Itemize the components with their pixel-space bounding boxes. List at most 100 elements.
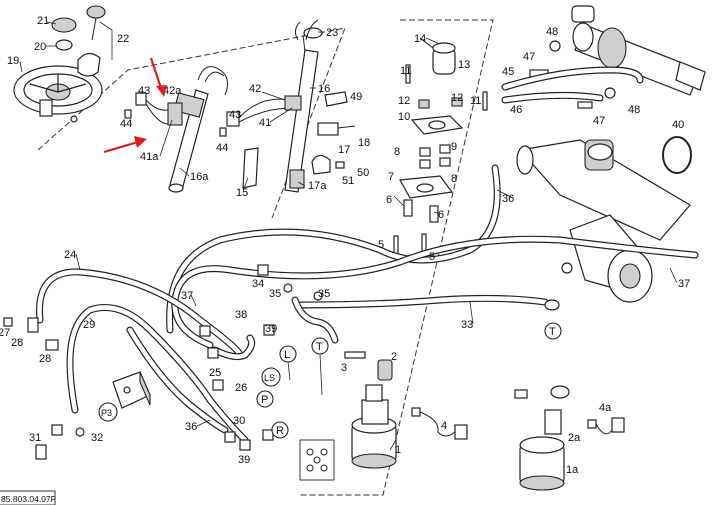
hose-36-upper [166,164,501,334]
label-20: 20 [34,41,46,53]
sensor-4 [411,407,468,440]
bracket-15 [242,147,259,189]
bracket-17a [311,154,345,175]
steering-wheel [13,65,103,117]
label-48a: 48 [546,26,558,38]
label-31: 31 [29,432,41,444]
label-49: 49 [350,91,362,103]
label-30: 30 [233,415,245,427]
port-T2: T [549,326,556,338]
label-29: 29 [83,319,95,331]
label-18: 18 [358,137,370,149]
steering-unit-1 [344,351,397,469]
port-LS: LS [264,373,275,383]
label-9: 9 [451,141,457,153]
label-36b: 36 [185,421,197,433]
sensor-4a [587,417,625,435]
label-47b: 47 [593,115,605,127]
label-39b: 39 [238,454,250,466]
steering-axle [516,139,691,303]
label-43: 43 [138,85,150,97]
label-5b: 5 [429,251,435,263]
label-42a: 42a [163,85,182,97]
label-19: 19 [7,55,19,67]
label-12a: 12 [398,95,410,107]
label-51: 51 [342,175,354,187]
port-R: R [276,425,284,437]
pipe-33 [296,294,560,311]
label-15: 15 [236,187,248,199]
part-labels: 21 20 22 19 43 42a 44 41a 16a 42 43 41 4… [0,15,690,476]
red-arrow-2 [103,136,147,154]
distributor-block [112,371,151,409]
label-3: 3 [341,362,347,374]
label-37a: 37 [678,278,690,290]
reference-code-box: 85.803.04.07F [0,490,56,505]
label-16a: 16a [190,171,209,183]
port-diagram-box [299,439,335,481]
label-27: 27 [0,327,10,339]
label-16: 16 [318,83,330,95]
label-4a: 4a [599,402,612,414]
port-markers: L T LS P R P3 T [98,322,562,439]
label-38: 38 [235,309,247,321]
leader-lines [19,21,678,451]
label-24: 24 [64,249,76,261]
red-arrow-1 [149,57,167,97]
switch-17 [317,122,356,136]
label-13: 13 [458,59,470,71]
label-44: 44 [120,118,132,130]
label-43b: 43 [229,109,241,121]
clip-44b [219,127,227,137]
label-5a: 5 [378,239,384,251]
wiring-harness-42 [226,95,302,127]
label-7: 7 [388,171,394,183]
steering-wheel-cap [51,17,77,51]
label-41: 41 [259,117,271,129]
label-47a: 47 [523,51,535,63]
hose-45-46 [501,66,644,104]
label-40: 40 [672,119,684,131]
label-17a: 17a [308,180,327,192]
label-45: 45 [502,66,514,78]
pipe-35 [291,296,339,344]
label-2a: 2a [568,432,581,444]
label-42: 42 [249,83,261,95]
bracket-49 [324,91,348,107]
port-L: L [284,349,290,361]
label-41a: 41a [140,151,159,163]
reference-code: 85.803.04.07F [1,494,56,504]
label-35b: 35 [318,288,330,300]
hose-29 [66,304,249,444]
label-44b: 44 [216,142,228,154]
port-P: P [261,394,268,406]
label-4: 4 [441,420,447,432]
label-6b: 6 [438,209,444,221]
label-23: 23 [326,27,338,39]
label-8a: 8 [394,146,400,158]
label-6a: 6 [386,194,392,206]
label-37b: 37 [181,290,193,302]
label-34: 34 [252,278,264,290]
fitting-31-32 [35,424,85,460]
port-T: T [316,341,323,353]
label-46: 46 [510,104,522,116]
label-33: 33 [461,319,473,331]
label-22: 22 [117,33,129,45]
label-11a: 11 [400,65,411,77]
washer-icon [70,115,78,123]
clamp-40 [662,136,692,174]
label-1: 1 [395,444,401,456]
label-25: 25 [209,367,221,379]
port-P3: P3 [101,408,112,418]
label-48b: 48 [628,104,640,116]
label-39a: 39 [265,323,277,335]
label-17: 17 [338,144,350,156]
steering-cylinder [571,5,706,96]
hose-24 [36,268,244,359]
hose-36-lower [126,326,229,434]
label-14: 14 [414,33,426,45]
label-8b: 8 [451,173,457,185]
pipe-38 [211,334,256,361]
